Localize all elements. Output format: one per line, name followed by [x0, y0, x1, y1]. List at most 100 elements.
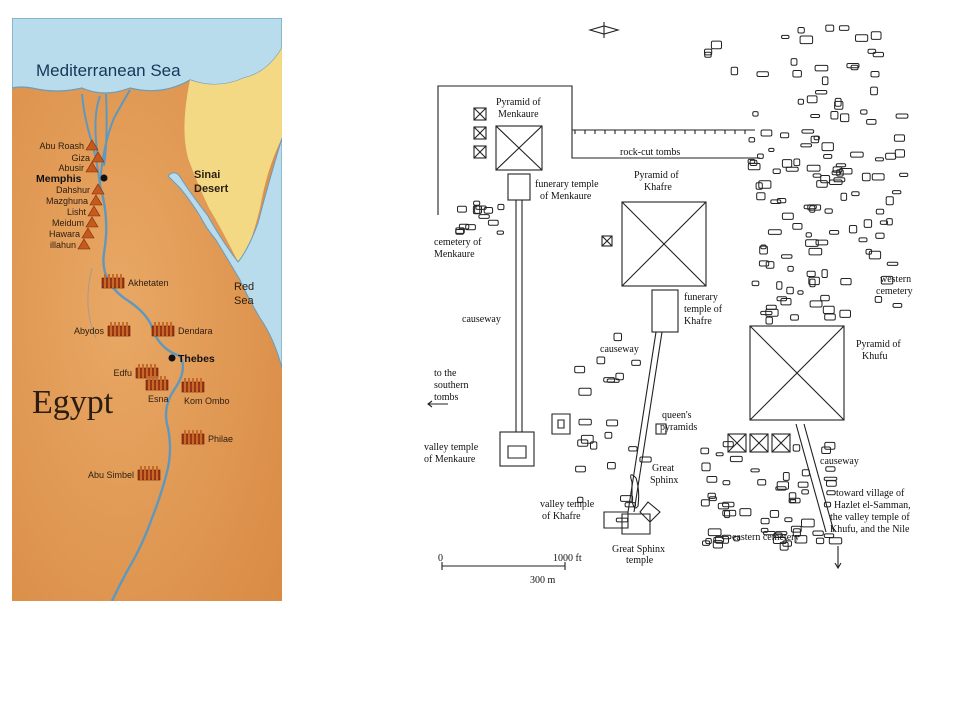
tomb-outline [785, 166, 799, 172]
western-oasis-channel [87, 267, 97, 339]
tomb-outline [739, 508, 752, 517]
tomb-outline [790, 58, 798, 66]
tomb-outline [823, 476, 838, 481]
tomb-outline [810, 114, 821, 118]
site-label: Giza [71, 153, 90, 163]
tomb-outline [801, 489, 809, 495]
tomb-outline [805, 239, 819, 247]
tomb-outline [858, 237, 868, 243]
valley-temple-khafre [603, 501, 661, 535]
label-queens-pyramids-1: queen's [662, 410, 692, 421]
tomb-outline [613, 332, 622, 342]
small-square-near-khafre [601, 235, 613, 247]
tomb-outline [809, 205, 816, 213]
scale-ft: 1000 ft [553, 553, 582, 564]
tomb-outline [851, 191, 860, 197]
tomb-outline [840, 278, 852, 286]
pyramid-icon [77, 238, 91, 250]
tomb-outline [596, 356, 606, 365]
pyramid-icon [91, 183, 105, 195]
tomb-outline [821, 446, 832, 454]
tomb-outline [839, 309, 852, 318]
tomb-outline [701, 462, 711, 472]
tomb-outline [838, 25, 850, 31]
tomb-outline [824, 441, 836, 450]
tomb-outline [821, 269, 828, 279]
temple-icon [137, 466, 161, 481]
site-label: Akhetaten [128, 278, 169, 288]
tomb-outline [848, 225, 858, 234]
pyramid-icon [85, 161, 99, 173]
tomb-outline [824, 313, 836, 321]
tomb-outline [706, 476, 718, 483]
tomb-outline [707, 528, 722, 537]
sinai-label-line1: Sinai [194, 169, 220, 181]
tomb-outline [821, 142, 834, 152]
site-label: Meidum [52, 218, 84, 228]
causeway-khafre [627, 331, 663, 513]
tomb-outline [786, 286, 794, 295]
site-label: Edfu [113, 368, 132, 378]
tomb-outline [474, 205, 483, 214]
tomb-outline [713, 536, 725, 543]
tomb-outline [752, 111, 759, 117]
tomb-outline [860, 109, 868, 115]
tomb-outline [578, 418, 592, 426]
tomb-outline [891, 190, 902, 195]
label-queens-pyramids-2: pyramids [660, 422, 697, 433]
tomb-outline [755, 182, 763, 190]
causeway-menkaure [515, 200, 523, 432]
tomb-outline [792, 70, 802, 78]
tomb-outline [768, 147, 775, 152]
tomb-outline [825, 24, 835, 32]
tomb-outline [767, 229, 782, 235]
label-funerary-menkaure-1: funerary temple [535, 179, 599, 190]
label-toward-village-2: Hazlet el-Samman, [834, 500, 911, 511]
tomb-outline [478, 214, 490, 219]
tomb-outline [812, 173, 822, 178]
tomb-outline [759, 245, 768, 255]
tomb-outline [836, 169, 844, 177]
label-pyramid-menkaure-1: Pyramid of [496, 97, 541, 108]
tomb-outline [808, 276, 820, 286]
red-sea [167, 137, 282, 369]
tomb-outline [574, 365, 586, 374]
tomb-outline [458, 223, 470, 230]
tomb-outline [781, 159, 793, 168]
country-label: Egypt [32, 384, 114, 421]
menkaure-queens-pyramids [473, 107, 487, 159]
label-causeway-khufu: causeway [820, 456, 859, 467]
tomb-outline [700, 499, 710, 507]
eastern-cemetery-tombs [574, 332, 843, 551]
site-memphis-dot [100, 174, 108, 182]
pyramid-icon [89, 194, 103, 206]
tomb-outline [797, 290, 804, 295]
tomb-outline [885, 196, 894, 206]
tomb-outline [808, 247, 823, 256]
red-sea-label-line2: Sea [234, 295, 254, 307]
arrow-southern-tombs [427, 400, 448, 408]
tomb-outline [790, 314, 799, 321]
tomb-outline [880, 275, 894, 285]
tomb-outline [809, 300, 823, 308]
tomb-outline [823, 154, 833, 159]
pyramid-icon [91, 151, 105, 163]
tomb-outline [765, 316, 773, 325]
label-valley-menkaure-2: of Menkaure [424, 454, 476, 465]
khufu-queens-pyramids [727, 433, 791, 453]
tomb-outline [748, 137, 756, 143]
tomb-outline [834, 97, 842, 107]
tomb-outline [733, 535, 740, 542]
tomb-outline [840, 192, 848, 201]
temple-icon [151, 322, 175, 337]
valley-temple-menkaure-inner [507, 445, 527, 459]
tomb-outline [760, 517, 770, 525]
tomb-outline [871, 173, 885, 181]
tomb-outline [855, 34, 869, 42]
tomb-outline [874, 157, 885, 162]
tomb-outline [870, 86, 878, 96]
tomb-outline [828, 537, 843, 545]
site-label: Abusir [58, 163, 84, 173]
tomb-outline [776, 198, 787, 204]
label-funerary-menkaure-2: of Menkaure [540, 191, 592, 202]
